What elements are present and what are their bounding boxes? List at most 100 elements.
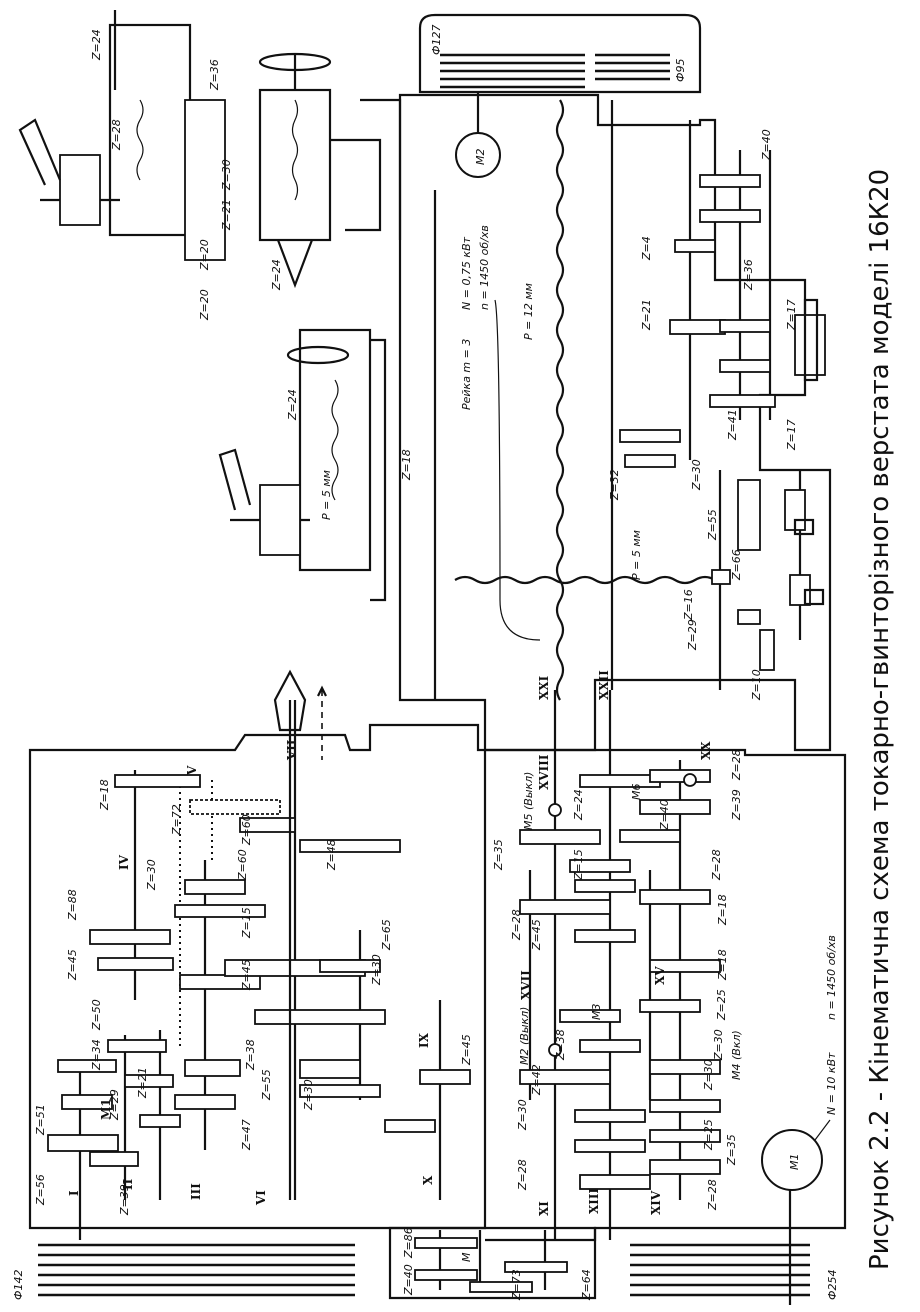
apron-frame	[398, 93, 832, 752]
svg-text:Z=24: Z=24	[270, 259, 283, 291]
svg-text:Z=30: Z=30	[702, 1059, 715, 1091]
svg-text:XXI: XXI	[537, 675, 551, 700]
pulley-label-4: Ф95	[674, 59, 687, 82]
toprest-pitch: P = 5 мм	[320, 470, 333, 520]
svg-text:Z=24: Z=24	[572, 789, 585, 821]
svg-text:IX: IX	[417, 1032, 431, 1048]
aux-motor-speed: n = 1450 об/хв	[478, 225, 491, 310]
svg-text:Z=21: Z=21	[640, 299, 653, 331]
svg-text:M6: M6	[630, 784, 643, 801]
svg-text:Z=66: Z=66	[730, 549, 743, 581]
svg-text:M5 (Выкл): M5 (Выкл)	[522, 772, 535, 830]
figure-caption: Рисунок 2.2 - Кінематична схема токарно-…	[865, 169, 895, 1270]
apron-handwheel	[793, 298, 825, 606]
aux-motor-power: N = 0,75 кВт	[460, 236, 473, 310]
cross-screw-pitch: P = 5 мм	[630, 530, 643, 580]
svg-text:VI: VI	[254, 1190, 268, 1206]
svg-text:Z=28: Z=28	[710, 849, 723, 881]
svg-text:II: II	[121, 1178, 135, 1190]
svg-text:Z=30: Z=30	[370, 954, 383, 986]
svg-text:Z=38: Z=38	[244, 1039, 257, 1071]
svg-text:Z=55: Z=55	[706, 509, 719, 541]
svg-text:Z=30: Z=30	[712, 1029, 725, 1061]
carriage-labels: Z=20 Z=24 Z=24 Z=18 Z=20 Z=28 Z=36 Z=30 …	[90, 29, 413, 481]
aux-motor-label: M2	[474, 149, 487, 166]
svg-text:VII: VII	[285, 739, 299, 761]
svg-text:Z=28: Z=28	[110, 119, 123, 151]
svg-text:Z=30: Z=30	[516, 1099, 529, 1131]
svg-text:XVII: XVII	[519, 970, 533, 1000]
pulley-phi127: Ф127	[430, 25, 585, 89]
svg-text:Z=51: Z=51	[34, 1104, 47, 1136]
svg-text:V: V	[185, 765, 199, 776]
svg-text:Z=48: Z=48	[325, 839, 338, 871]
clutch-m1-label: M1	[99, 1098, 113, 1120]
svg-text:Z=21: Z=21	[136, 1067, 149, 1099]
svg-text:Z=18: Z=18	[400, 449, 413, 481]
svg-text:Z=38: Z=38	[554, 1029, 567, 1061]
rack-label: Рейка m = 3	[460, 339, 473, 410]
tool-post-lower: P = 5 мм	[218, 328, 387, 602]
svg-text:Z=15: Z=15	[240, 907, 253, 939]
svg-text:III: III	[189, 1183, 203, 1200]
svg-text:X: X	[421, 1175, 435, 1185]
svg-text:Z=35: Z=35	[492, 839, 505, 871]
svg-text:Z=29: Z=29	[108, 1089, 121, 1121]
svg-text:Z=41: Z=41	[726, 409, 739, 441]
headstock-shaft-numbers: I II III IV V VI VII IX X M1	[67, 739, 435, 1206]
main-motor-power: N = 10 кВт	[825, 1052, 838, 1115]
svg-text:Z=28: Z=28	[730, 749, 743, 781]
leadscrew-pitch: P = 12 мм	[522, 283, 535, 340]
svg-text:Z=42: Z=42	[530, 1064, 543, 1096]
svg-text:Z=20: Z=20	[198, 289, 211, 321]
svg-text:Z=28: Z=28	[706, 1179, 719, 1211]
svg-text:Z=72: Z=72	[170, 804, 183, 836]
svg-text:XV: XV	[653, 966, 667, 985]
svg-text:Z=40: Z=40	[760, 129, 773, 161]
svg-text:Z=21: Z=21	[220, 199, 233, 231]
tool-post-upper	[18, 10, 226, 261]
main-motor-speed: n = 1450 об/хв	[825, 935, 838, 1020]
spindle	[273, 669, 327, 1200]
feedbox-gears	[519, 769, 721, 1190]
svg-text:Z=28: Z=28	[510, 909, 523, 941]
svg-text:M4 (Вкл): M4 (Вкл)	[730, 1030, 743, 1080]
headstock-gears	[47, 774, 471, 1167]
svg-text:Z=34: Z=34	[90, 1039, 103, 1071]
svg-text:Z=30: Z=30	[145, 859, 158, 891]
feedbox-labels: Z=28 Z=25 Z=30 Z=42 Z=38 Z=35 Z=30 Z=45 …	[492, 749, 743, 1211]
svg-text:IV: IV	[117, 854, 131, 870]
pulley-label-3: Ф127	[430, 25, 443, 55]
svg-text:Z=56: Z=56	[34, 1174, 47, 1206]
motor2-frame	[418, 13, 702, 94]
svg-text:M3: M3	[590, 1004, 603, 1021]
svg-text:Z=88: Z=88	[66, 889, 79, 921]
svg-text:Z=35: Z=35	[725, 1134, 738, 1166]
svg-text:Z=18: Z=18	[716, 894, 729, 926]
svg-text:Z=18: Z=18	[98, 779, 111, 811]
tailstock	[258, 52, 402, 289]
svg-text:Z=25: Z=25	[715, 989, 728, 1021]
leadscrew: P = 12 мм Рейка m = 3	[460, 99, 565, 701]
svg-text:Z=10: Z=10	[750, 669, 763, 701]
svg-text:Z=73: Z=73	[510, 1269, 523, 1301]
svg-text:Z=39: Z=39	[730, 789, 743, 821]
change-gears: Z=40 Z=86 Z=64 Z=73 M	[402, 1227, 593, 1301]
svg-text:Z=64: Z=64	[580, 1269, 593, 1301]
pulley-label-2: Ф254	[826, 1270, 839, 1300]
feed-rod	[433, 100, 614, 700]
svg-text:XVIII: XVIII	[537, 754, 551, 790]
svg-text:Z=17: Z=17	[785, 419, 798, 451]
svg-text:Z=55: Z=55	[260, 1069, 273, 1101]
svg-text:Z=18: Z=18	[716, 949, 729, 981]
aux-motor: M2 N = 0,75 кВт n = 1450 об/хв	[455, 92, 501, 310]
svg-text:Z=16: Z=16	[682, 589, 695, 621]
main-motor-label: M1	[788, 1154, 801, 1171]
cross-screw: P = 5 мм	[454, 530, 716, 585]
svg-text:Z=86: Z=86	[402, 1227, 415, 1259]
svg-text:M2 (Выкл): M2 (Выкл)	[518, 1007, 531, 1065]
svg-text:Z=20: Z=20	[198, 239, 211, 271]
svg-text:XIV: XIV	[649, 1190, 663, 1215]
svg-text:Z=45: Z=45	[66, 949, 79, 981]
